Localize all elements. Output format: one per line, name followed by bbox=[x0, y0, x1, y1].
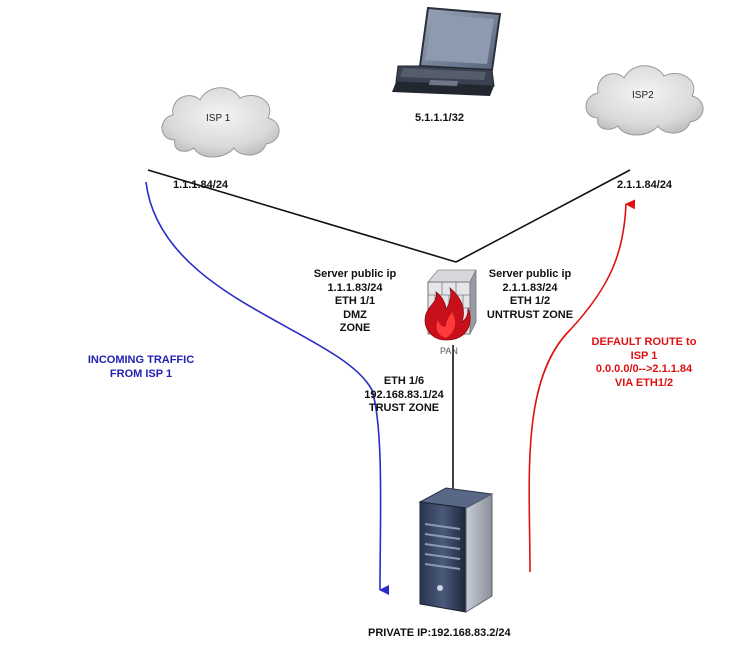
dmz-line: ZONE bbox=[339, 322, 371, 334]
untrust-line: Server public ip bbox=[488, 268, 572, 280]
laptop-ip-label: 5.1.1.1/32 bbox=[415, 112, 464, 124]
dmz-interface-label: Server public ip 1.1.1.83/24 ETH 1/1 DMZ… bbox=[300, 268, 410, 336]
isp1-label: ISP 1 bbox=[206, 113, 231, 124]
incoming-line: INCOMING TRAFFIC bbox=[87, 354, 195, 366]
default-route-line: ISP 1 bbox=[630, 349, 658, 362]
default-route-line: 0.0.0.0/0-->2.1.1.84 bbox=[595, 363, 693, 375]
untrust-interface-label: Server public ip 2.1.1.83/24 ETH 1/2 UNT… bbox=[475, 268, 585, 322]
isp2-ip-label: 2.1.1.84/24 bbox=[617, 179, 673, 191]
server-icon bbox=[418, 487, 494, 613]
dmz-line: ETH 1/1 bbox=[334, 295, 376, 307]
default-route-line: VIA ETH1/2 bbox=[614, 376, 674, 389]
server-ip-label: PRIVATE IP:192.168.83.2/24 bbox=[368, 627, 511, 639]
trust-line: ETH 1/6 bbox=[383, 375, 425, 387]
trust-line: TRUST ZONE bbox=[368, 402, 440, 414]
incoming-traffic-arrow bbox=[145, 181, 390, 596]
isp1-ip-label: 1.1.1.84/24 bbox=[173, 179, 229, 191]
dmz-line: 1.1.1.83/24 bbox=[327, 281, 383, 294]
default-route-arrow bbox=[528, 199, 636, 573]
trust-line: 192.168.83.1/24 bbox=[364, 388, 444, 401]
link-isp2-firewall bbox=[455, 169, 631, 263]
default-route-label: DEFAULT ROUTE to ISP 1 0.0.0.0/0-->2.1.1… bbox=[574, 336, 714, 390]
link-isp1-firewall bbox=[147, 169, 457, 263]
untrust-line: ETH 1/2 bbox=[509, 295, 551, 307]
incoming-traffic-label: INCOMING TRAFFIC FROM ISP 1 bbox=[86, 354, 196, 381]
isp1-cloud-icon bbox=[161, 87, 280, 158]
trust-interface-label: ETH 1/6 192.168.83.1/24 TRUST ZONE bbox=[352, 375, 456, 416]
untrust-line: UNTRUST ZONE bbox=[486, 308, 574, 321]
dmz-line: DMZ bbox=[343, 308, 367, 321]
default-route-line: DEFAULT ROUTE to bbox=[591, 336, 697, 348]
isp2-label: ISP2 bbox=[632, 90, 654, 101]
isp2-cloud-icon bbox=[585, 65, 704, 136]
incoming-line: FROM ISP 1 bbox=[109, 367, 173, 380]
firewall-icon bbox=[424, 269, 477, 341]
untrust-line: 2.1.1.83/24 bbox=[502, 281, 558, 294]
firewall-label: PAN bbox=[440, 346, 458, 356]
laptop-icon bbox=[392, 6, 502, 96]
dmz-line: Server public ip bbox=[313, 268, 397, 280]
